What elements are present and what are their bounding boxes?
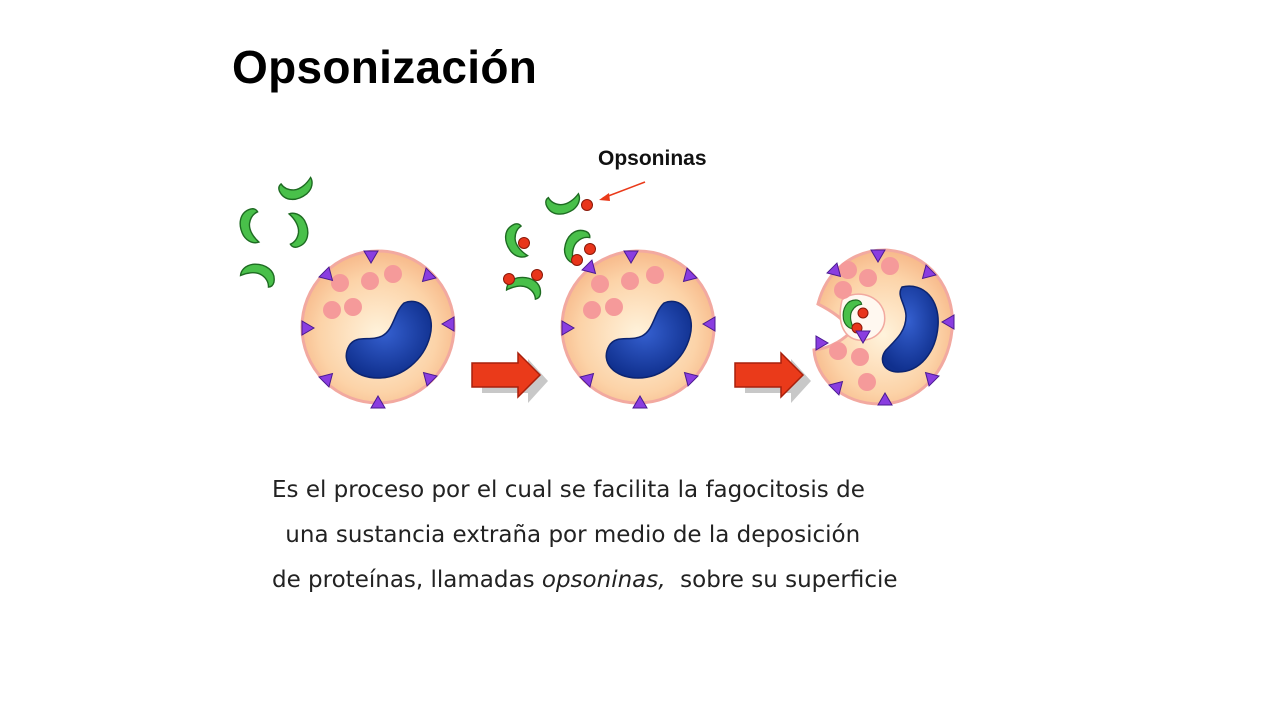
bacterium: [284, 210, 311, 249]
granule: [621, 272, 639, 290]
granule: [331, 274, 349, 292]
description-line: una sustancia extraña por medio de la de…: [278, 522, 861, 548]
phagocyte-cell: [300, 249, 456, 409]
opsonin: [581, 199, 593, 211]
granule: [881, 257, 899, 275]
granule: [839, 261, 857, 279]
granule: [591, 275, 609, 293]
opsonin: [571, 254, 583, 266]
opsonin-label: Opsoninas: [598, 147, 707, 170]
granule: [384, 265, 402, 283]
granule: [859, 269, 877, 287]
granule: [361, 272, 379, 290]
granule: [834, 281, 852, 299]
opsonin: [518, 237, 530, 249]
description-line: Es el proceso por el cual se facilita la…: [272, 477, 865, 503]
granule: [583, 301, 601, 319]
opsonized-bacterium: [558, 225, 596, 266]
stage-arrow-2: [734, 352, 812, 404]
phagocyte-cell: [560, 249, 716, 409]
opsonized-bacterium: [500, 221, 533, 262]
granule: [323, 301, 341, 319]
description-text-segment: sobre su superficie: [665, 567, 898, 593]
phagocyte-engulfing-cell: [812, 248, 955, 406]
granule: [851, 348, 869, 366]
description-line: de proteínas, llamadas opsoninas, sobre …: [272, 565, 898, 595]
cell-nucleus: [345, 300, 432, 379]
slide-title: Opsonización: [232, 41, 538, 93]
granule: [605, 298, 623, 316]
bacterium: [276, 172, 317, 205]
stage-2-opsonization: [500, 181, 716, 409]
opsonized-bacterium: [503, 269, 544, 301]
granule: [858, 373, 876, 391]
opsonin: [503, 273, 515, 285]
opsonized-bacterium: [543, 189, 593, 219]
granule: [646, 266, 664, 284]
stage-1-bacteria-approach: [237, 172, 456, 409]
opsonins-term: opsoninas,: [541, 567, 666, 593]
opsonin-pointer-arrow: [599, 181, 646, 201]
bacterium: [237, 207, 264, 246]
stage-3-phagocytosis: [812, 248, 955, 406]
description-text-segment: de proteínas, llamadas: [272, 567, 542, 593]
opsonin: [531, 269, 543, 281]
cell-nucleus: [881, 285, 939, 373]
granule: [344, 298, 362, 316]
stage-arrow-1: [471, 352, 549, 404]
opsonin: [584, 243, 596, 255]
granule: [829, 342, 847, 360]
cell-nucleus: [605, 300, 692, 379]
bacterium: [238, 259, 279, 289]
opsonin: [857, 307, 869, 319]
